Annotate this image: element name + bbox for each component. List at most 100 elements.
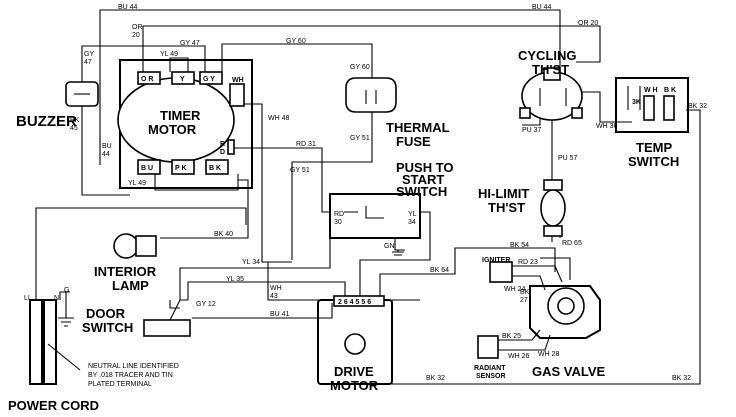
igniter-plug — [489, 261, 513, 283]
door-switch-label-2: SWITCH — [82, 320, 133, 335]
push-to-start-label-1: PUSH TO — [396, 160, 454, 175]
wire-label-pu57: PU 57 — [558, 155, 578, 162]
timer-terminal-y — [171, 71, 195, 85]
interior-lamp — [113, 233, 157, 259]
neutral-note-3: PLATED TERMINAL — [88, 381, 152, 388]
wire-label-n: N — [54, 295, 59, 302]
neutral-note-2: BY .018 TRACER AND TIN — [88, 372, 173, 379]
drive-motor — [317, 295, 393, 385]
wire-label-bk32-a: BK 32 — [688, 103, 707, 110]
wire-label-bu44-c-2: 44 — [102, 151, 110, 158]
wire-label-li: LI — [24, 295, 30, 302]
wire-label-bk25: BK 25 — [502, 333, 521, 340]
wire-label-bk40: BK 40 — [214, 231, 233, 238]
cycling-thermostat-label-2: TH'ST — [532, 62, 569, 77]
wire-label-pk45-1: PK — [70, 117, 80, 124]
wire-label-bk54: BK 54 — [510, 242, 529, 249]
terminal-wh: WH — [232, 77, 244, 84]
terminal-rd-1: R — [220, 141, 225, 148]
wire-label-wh24: WH 24 — [504, 286, 526, 293]
wire-label-gy47-b: GY 47 — [180, 40, 200, 47]
terminal-gy: G Y — [203, 76, 215, 83]
push-to-start-label-3: SWITCH — [396, 184, 447, 199]
buzzer-label: BUZZER — [16, 113, 77, 130]
wire-label-wh28: WH 28 — [538, 351, 560, 358]
timer-label-1: TIMER — [160, 108, 201, 123]
wire-label-wh43-1: WH — [270, 285, 282, 292]
wire-label-bk32-b: BK 32 — [426, 375, 445, 382]
gas-valve-label: GAS VALVE — [532, 364, 606, 379]
radiant-sensor-plug — [477, 335, 499, 359]
power-cord — [29, 299, 57, 385]
push-to-start-label-2: START — [402, 172, 444, 187]
temp-switch-label-1: TEMP — [636, 140, 672, 155]
wire-label-bk27-2: 27 — [520, 297, 528, 304]
terminal-y: Y — [180, 76, 185, 83]
wire-label-yl49-a: YL 49 — [160, 51, 178, 58]
wire-label-yl35: YL 35 — [226, 276, 244, 283]
gas-valve — [477, 261, 601, 359]
timer-terminal-pk — [171, 159, 195, 175]
timer-terminal-or — [137, 71, 161, 85]
wire-label-or20-a-1: OR — [132, 24, 143, 31]
wire-label-yl34-a-2: 34 — [408, 219, 416, 226]
timer-terminal-rd — [227, 139, 235, 155]
temp-switch — [615, 77, 689, 133]
drive-motor-label-2: MOTOR — [330, 378, 379, 393]
interior-lamp-label-1: INTERIOR — [94, 264, 157, 279]
wire-label-wh48: WH 48 — [268, 115, 290, 122]
timer — [117, 59, 253, 189]
wire-label-bk27-1: BK — [520, 289, 530, 296]
wire-label-rd23: RD 23 — [518, 259, 538, 266]
wire-label-gy60-b: GY 60 — [350, 64, 370, 71]
door-switch-label-1: DOOR — [86, 306, 126, 321]
terminal-rd-2: D — [220, 149, 225, 156]
interior-lamp-label-2: LAMP — [112, 278, 149, 293]
terminal-bu: B U — [141, 165, 153, 172]
wire-label-gy47-a-2: 47 — [84, 59, 92, 66]
push-to-start-switch — [329, 193, 421, 239]
temp-terminal-wh: W H — [644, 87, 658, 94]
hi-limit-label-1: HI-LIMIT — [478, 186, 529, 201]
wiring — [35, 9, 701, 385]
igniter-label: IGNITER — [482, 257, 510, 264]
power-cord-label: POWER CORD — [8, 398, 99, 413]
wire-label-gy51-a: GY 51 — [350, 135, 370, 142]
buzzer — [65, 81, 99, 107]
temp-switch-label-2: SWITCH — [628, 154, 679, 169]
wire-label-bu44-a: BU 44 — [118, 4, 138, 11]
wire-label-rd31: RD 31 — [296, 141, 316, 148]
wire-label-bk32-c: BK 32 — [672, 375, 691, 382]
wire-label-bu44-b: BU 44 — [532, 4, 552, 11]
wire-label-gy60-a: GY 60 — [286, 38, 306, 45]
timer-terminal-bk — [205, 159, 229, 175]
thermal-fuse — [345, 77, 397, 113]
wire-label-gy47-a-1: GY — [84, 51, 94, 58]
wire-label-bu44-c-1: BU — [102, 143, 112, 150]
radiant-sensor-label-1: RADIANT — [474, 365, 506, 372]
hi-limit-thermostat — [540, 179, 566, 237]
wire-label-pk45-2: 45 — [70, 125, 78, 132]
wire-label-wh26: WH 26 — [508, 353, 530, 360]
temp-terminal-3k: 3K — [632, 99, 641, 106]
wire-label-rd65: RD 65 — [562, 240, 582, 247]
cycling-thermostat-label-1: CYCLING — [518, 48, 577, 63]
terminal-pk: P K — [175, 165, 187, 172]
wire-label-g: G — [64, 287, 69, 294]
wire-label-or20-b: OR 20 — [578, 20, 598, 27]
timer-terminal-gy — [199, 71, 223, 85]
wire-label-gn: GN — [384, 243, 395, 250]
cycling-thermostat — [519, 67, 583, 121]
timer-terminal-bu — [137, 159, 161, 175]
wire-label-rd30-2: 30 — [334, 219, 342, 226]
door-switch — [143, 299, 191, 337]
thermal-fuse-label-2: FUSE — [396, 134, 431, 149]
timer-label-2: MOTOR — [148, 122, 197, 137]
wire-label-pu37: PU 37 — [522, 127, 542, 134]
timer-wh-terminal — [229, 83, 245, 107]
drive-motor-label-1: DRIVE — [334, 364, 374, 379]
thermal-fuse-label-1: THERMAL — [386, 120, 450, 135]
wire-label-wh43-2: 43 — [270, 293, 278, 300]
radiant-sensor-label-2: SENSOR — [476, 373, 506, 380]
wire-label-gy51-b: GY 51 — [290, 167, 310, 174]
